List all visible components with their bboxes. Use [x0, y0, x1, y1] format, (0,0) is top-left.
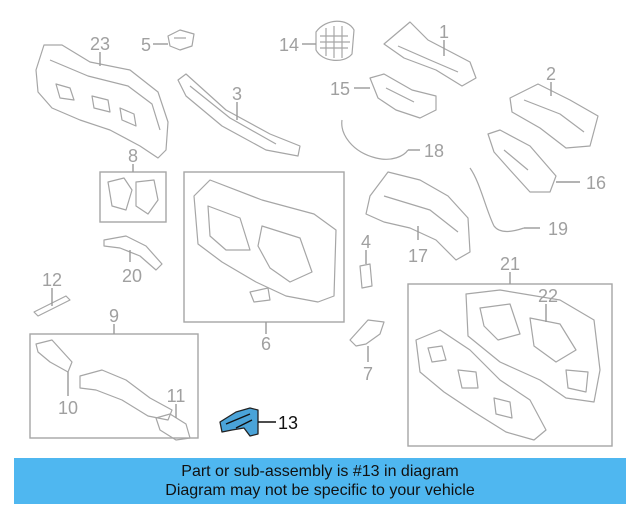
callout-4: 4 [361, 232, 371, 252]
callout-12: 12 [42, 270, 62, 290]
banner-line-2: Diagram may not be specific to your vehi… [165, 482, 475, 499]
group-box-21 [407, 283, 613, 447]
callout-20: 20 [122, 266, 142, 286]
callout-22: 22 [538, 286, 558, 306]
part-1-drawing [383, 21, 477, 87]
callout-10: 10 [58, 398, 78, 418]
callout-16: 16 [586, 173, 606, 193]
part-7-drawing [349, 319, 385, 347]
callout-21: 21 [500, 254, 520, 274]
callout-18: 18 [424, 141, 444, 161]
callout-15: 15 [330, 79, 350, 99]
part-23-drawing [35, 44, 169, 159]
part-13-highlighted[interactable] [219, 407, 259, 437]
callout-9: 9 [109, 306, 119, 326]
callout-11: 11 [167, 386, 186, 406]
part-19-drawing [469, 167, 525, 233]
part-10-drawing [35, 339, 73, 373]
part-15-drawing [369, 73, 437, 119]
part-8-drawing [107, 177, 159, 215]
callout-1: 1 [439, 22, 449, 42]
callout-17: 17 [408, 246, 428, 266]
part-11-drawing [155, 413, 191, 441]
part-18-drawing [341, 119, 409, 160]
callout-7: 7 [363, 364, 373, 384]
part-9-drawing [79, 369, 173, 421]
leader-lines [51, 40, 580, 423]
info-banner: Part or sub-assembly is #13 in diagram D… [14, 458, 626, 504]
part-12-drawing [33, 295, 71, 317]
part-4-drawing [359, 263, 373, 289]
banner-line-1: Part or sub-assembly is #13 in diagram [181, 463, 459, 480]
part-5-drawing [167, 29, 195, 51]
group-box-6 [183, 171, 345, 323]
callout-3: 3 [232, 84, 242, 104]
part-20-drawing [103, 235, 163, 271]
part-16-drawing [487, 129, 557, 193]
callout-2: 2 [546, 64, 556, 84]
part-14-drawing [315, 20, 355, 61]
callout-13[interactable]: 13 [278, 413, 298, 433]
callout-5: 5 [141, 35, 151, 55]
part-3-drawing [177, 73, 301, 157]
part-6-drawing [193, 179, 337, 303]
part-17-drawing [365, 171, 471, 261]
part-21-drawing [415, 289, 601, 441]
callout-14: 14 [279, 35, 299, 55]
callout-19: 19 [548, 219, 568, 239]
part-2-drawing [509, 83, 599, 149]
callout-23: 23 [90, 34, 110, 54]
callout-8: 8 [128, 146, 138, 166]
callout-6: 6 [261, 334, 271, 354]
